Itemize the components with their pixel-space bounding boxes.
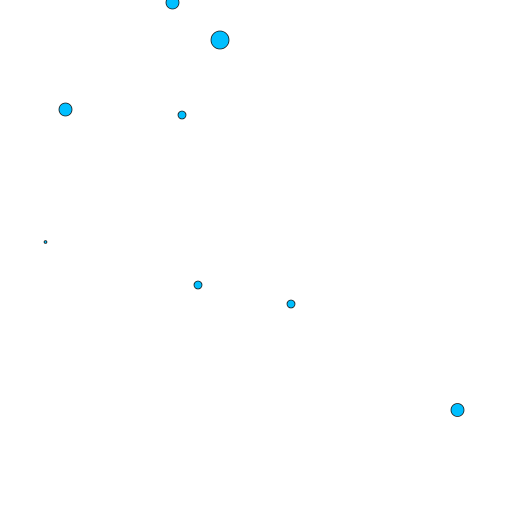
- dot: [210, 30, 230, 50]
- dot: [43, 240, 48, 244]
- dot: [58, 102, 73, 117]
- dot: [286, 299, 296, 309]
- dot: [177, 110, 187, 120]
- dot: [165, 0, 180, 10]
- dot: [193, 280, 203, 290]
- dot: [450, 403, 465, 417]
